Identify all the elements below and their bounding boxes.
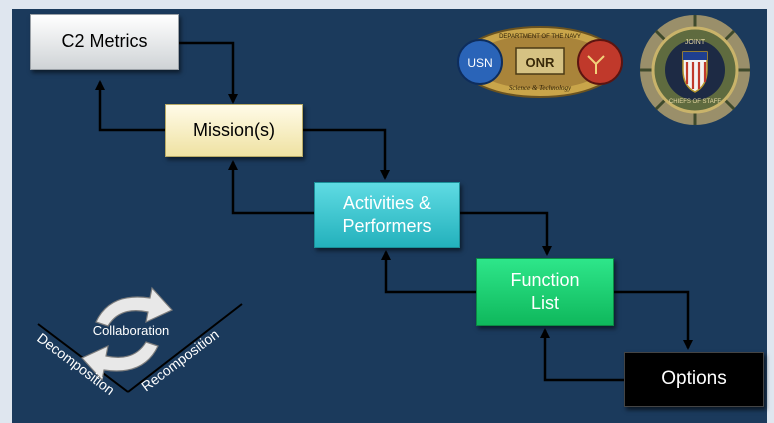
recomposition-line bbox=[127, 303, 243, 393]
function-label-line1: Function bbox=[510, 269, 580, 290]
onr-seal-center-text: ONR bbox=[526, 55, 556, 70]
missions-label: Mission(s) bbox=[192, 119, 275, 140]
collaboration-label: Collaboration bbox=[93, 323, 170, 338]
function-list-box: Function List bbox=[476, 258, 614, 326]
options-box: Options bbox=[624, 352, 764, 407]
arrow-mission-to-c2 bbox=[95, 80, 165, 132]
onr-seal-bottom-text: Science & Technology bbox=[509, 84, 572, 92]
arrow-activities-to-function bbox=[460, 211, 552, 256]
arrow-activities-to-mission bbox=[228, 160, 314, 215]
cycle-arrows-icon bbox=[81, 286, 173, 382]
activities-performers-box: Activities & Performers bbox=[314, 182, 460, 248]
options-label: Options bbox=[661, 368, 727, 390]
jcs-seal-graphic: JOINT CHIEFS OF STAFF bbox=[640, 15, 750, 125]
arrow-options-to-function bbox=[540, 328, 624, 382]
onr-seal-top-text: DEPARTMENT OF THE NAVY bbox=[499, 34, 581, 40]
arrow-function-to-activities bbox=[381, 250, 476, 294]
c2-metrics-label: C2 Metrics bbox=[61, 31, 148, 52]
arrow-function-to-options bbox=[614, 290, 693, 350]
jcs-seal-bottom-text: CHIEFS OF STAFF bbox=[669, 99, 722, 105]
jcs-seal-top-text: JOINT bbox=[685, 39, 706, 46]
activities-label-line1: Activities & bbox=[342, 192, 431, 213]
arrow-mission-to-activities bbox=[303, 128, 390, 180]
c2-metrics-box: C2 Metrics bbox=[30, 14, 179, 70]
function-label-line2: List bbox=[530, 293, 559, 313]
missions-box: Mission(s) bbox=[165, 104, 303, 157]
activities-label-line2: Performers bbox=[342, 216, 432, 236]
onr-seal-left-text: USN bbox=[467, 56, 492, 70]
arrow-c2-to-mission bbox=[179, 41, 238, 104]
onr-seal-graphic: USN ONR DEPARTMENT OF THE NAVY Science &… bbox=[457, 26, 623, 98]
